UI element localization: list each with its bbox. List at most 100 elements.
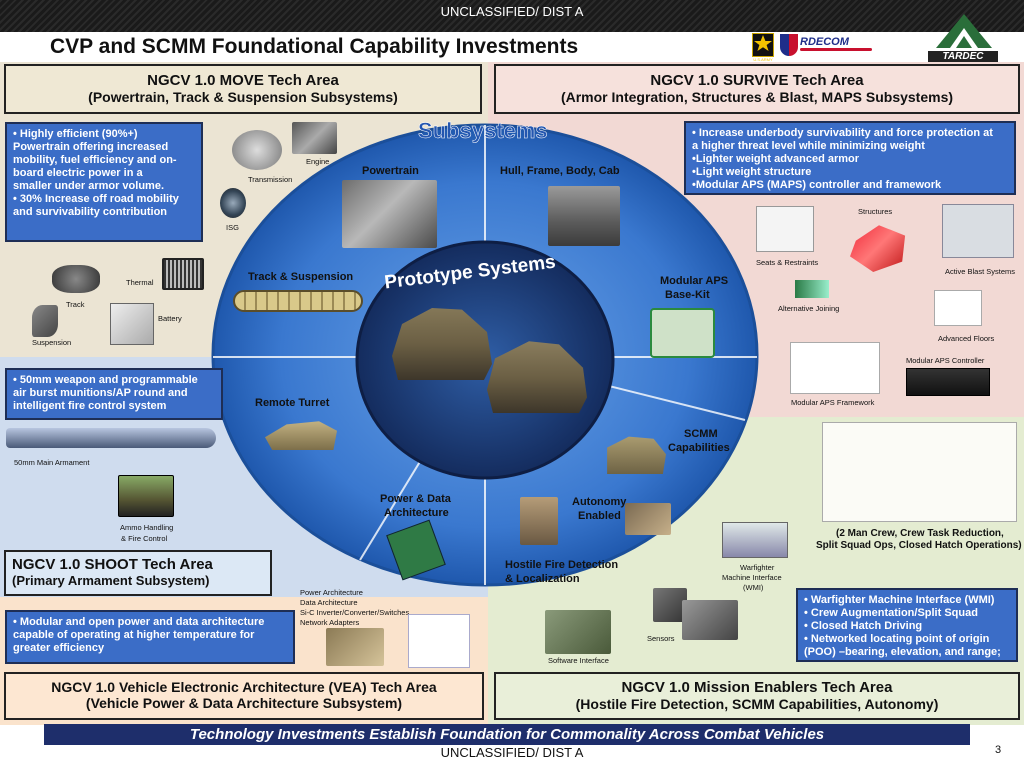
battery-label: Battery — [158, 314, 182, 323]
move-tech-area-header: NGCV 1.0 MOVE Tech Area (Powertrain, Tra… — [4, 64, 482, 114]
tagline-bar: Technology Investments Establish Foundat… — [44, 724, 970, 745]
bullet-line: •Light weight structure — [692, 166, 812, 178]
bullet-line: • Warfighter Machine Interface (WMI) — [804, 594, 995, 606]
scmm-collage-image — [822, 422, 1017, 522]
survive-header-title: NGCV 1.0 SURVIVE Tech Area — [650, 72, 864, 89]
aps-base-kit-image — [650, 308, 715, 358]
classification-banner-bottom: UNCLASSIFIED/ DIST A — [440, 745, 584, 760]
hostile-fire-image — [520, 497, 558, 545]
bullet-line: air burst munitions/AP round and — [13, 387, 188, 399]
tardec-logo-text: TARDEC — [928, 51, 998, 62]
ring-label-powertrain: Powertrain — [362, 165, 419, 177]
advanced-floors-label: Advanced Floors — [938, 334, 995, 343]
bullet-line: greater efficiency — [13, 642, 105, 654]
bullet-line: smaller under armor volume. — [13, 180, 164, 192]
vea-header-title: NGCV 1.0 Vehicle Electronic Architecture… — [51, 679, 437, 695]
transmission-label: Transmission — [248, 175, 293, 184]
vea-architecture-image — [408, 614, 470, 668]
mission-header-subtitle: (Hostile Fire Detection, SCMM Capabiliti… — [575, 696, 939, 712]
structures-label: Structures — [858, 207, 893, 216]
shoot-tech-area-header: NGCV 1.0 SHOOT Tech Area (Primary Armame… — [4, 550, 272, 596]
ring-label-remote-turret: Remote Turret — [255, 397, 330, 409]
ring-label-hostile-fire-1: Hostile Fire Detection — [505, 559, 619, 571]
page-number: 3 — [995, 744, 1002, 756]
survive-tech-area-header: NGCV 1.0 SURVIVE Tech Area (Armor Integr… — [494, 64, 1020, 114]
scmm-note-1: (2 Man Crew, Crew Task Reduction, — [836, 528, 1004, 539]
scmm-note-2: Split Squad Ops, Closed Hatch Operations… — [816, 540, 1022, 551]
engine-image — [292, 122, 337, 154]
scmm-vehicle-image — [607, 436, 666, 474]
main-armament-label: 50mm Main Armament — [14, 458, 90, 467]
bullet-line: mobility, fuel efficiency and on- — [13, 154, 177, 166]
ring-label-scmm-1: SCMM — [684, 428, 718, 440]
move-header-subtitle: (Powertrain, Track & Suspension Subsyste… — [88, 89, 398, 105]
ammo-handling-label-1: Ammo Handling — [120, 523, 174, 532]
ammo-handling-image — [118, 475, 174, 517]
maps-controller-label: Modular APS Controller — [906, 356, 985, 365]
alt-joining-image — [795, 280, 829, 298]
sensors-label: Sensors — [647, 634, 675, 643]
ring-label-power-data-2: Architecture — [384, 507, 449, 519]
ring-label-aps-1: Modular APS — [660, 275, 729, 287]
bullet-line: intelligent fire control system — [13, 400, 167, 412]
software-interface-label: Software Interface — [548, 656, 609, 665]
wmi-label-2: Machine Interface — [722, 573, 782, 582]
autonomy-image — [625, 503, 671, 535]
mission-bullets: • Warfighter Machine Interface (WMI) • C… — [796, 588, 1018, 662]
wmi-image — [722, 522, 788, 558]
bullet-line: • Closed Hatch Driving — [804, 620, 923, 632]
classification-banner-top: UNCLASSIFIED/ DIST A — [0, 0, 1024, 32]
transmission-image — [232, 130, 282, 170]
bullet-line: •Modular APS (MAPS) controller and frame… — [692, 179, 942, 191]
maps-controller-image — [906, 368, 990, 396]
wmi-label-1: Warfighter — [740, 563, 775, 572]
bullet-line: (POO) –bearing, elevation, and range; — [804, 646, 1001, 658]
ring-label-scmm-2: Capabilities — [668, 442, 730, 454]
vea-component: Data Architecture — [300, 598, 358, 607]
bullet-line: Powertrain offering increased — [13, 141, 169, 153]
suspension-label: Suspension — [32, 338, 72, 347]
battery-image — [110, 303, 154, 345]
seats-image — [756, 206, 814, 252]
active-blast-label: Active Blast Systems — [945, 267, 1016, 276]
bullet-line: a higher threat level while minimizing w… — [692, 140, 925, 152]
subsystems-label: Subsystems — [418, 118, 548, 144]
vea-bullets: • Modular and open power and data archit… — [5, 610, 295, 664]
star-icon — [754, 35, 772, 51]
mission-header-title: NGCV 1.0 Mission Enablers Tech Area — [621, 679, 893, 696]
shoot-header-subtitle: (Primary Armament Subsystem) — [12, 573, 210, 588]
isg-image — [220, 188, 246, 218]
tagline-text: Technology Investments Establish Foundat… — [189, 726, 825, 743]
engine-label: Engine — [306, 157, 330, 166]
shoot-header-title: NGCV 1.0 SHOOT Tech Area — [12, 556, 213, 573]
ring-label-autonomy-2: Enabled — [578, 510, 621, 522]
vea-hardware-image — [326, 628, 384, 666]
powertrain-image — [342, 180, 437, 248]
ammo-handling-label-2: & Fire Control — [121, 534, 168, 543]
army-star-logo: U.S.ARMY — [752, 33, 774, 62]
sensors-image-2 — [682, 600, 738, 640]
bullet-line: • Networked locating point of origin — [804, 633, 990, 645]
rdecom-shield-logo — [780, 34, 798, 56]
tardec-logo: TARDEC — [928, 10, 998, 62]
ring-label-hostile-fire-2: & Localization — [505, 573, 580, 585]
thermal-label: Thermal — [126, 278, 154, 287]
hull-test-image — [548, 186, 620, 246]
ring-label-aps-2: Base-Kit — [665, 289, 710, 301]
track-suspension-image — [233, 290, 363, 312]
vea-component-list: Power Architecture Data Architecture Si-… — [300, 588, 409, 628]
track-label: Track — [66, 300, 85, 309]
ring-label-power-data-1: Power & Data — [380, 493, 451, 505]
main-armament-image — [6, 428, 216, 448]
advanced-floors-image — [934, 290, 982, 326]
survive-header-subtitle: (Armor Integration, Structures & Blast, … — [560, 89, 954, 105]
page-title: CVP and SCMM Foundational Capability Inv… — [50, 35, 579, 58]
wmi-label-3: (WMI) — [743, 583, 764, 592]
bullet-line: board electric power in a — [13, 167, 143, 179]
bullet-line: and survivability contribution — [13, 206, 168, 218]
bullet-line: •Lighter weight advanced armor — [692, 153, 860, 165]
bullet-line: capable of operating at higher temperatu… — [13, 629, 255, 641]
vea-component: Power Architecture — [300, 588, 363, 597]
mission-enablers-header: NGCV 1.0 Mission Enablers Tech Area (Hos… — [494, 672, 1020, 720]
maps-framework-image — [790, 342, 880, 394]
